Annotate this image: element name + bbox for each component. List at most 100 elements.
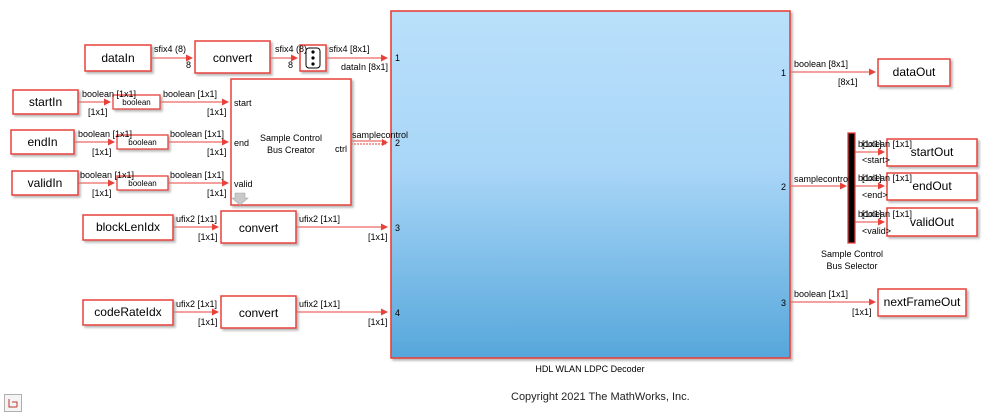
signal-dim: 8 [186,60,191,70]
inport-startIn[interactable]: startIn [12,89,79,115]
signal-label: boolean [1x1] [170,129,224,139]
convert-block-data[interactable]: convert [194,40,271,74]
inport-blockLenIdx-label: blockLenIdx [96,220,160,234]
inport-validIn[interactable]: validIn [11,170,79,196]
outport-startOut[interactable]: startOut [886,138,978,167]
inport-codeRateIdx[interactable]: codeRateIdx [82,299,174,326]
signal-dim: [1x1] [207,147,227,157]
signal-label: boolean [1x1] [858,173,912,183]
decoder-in-port-2: 2 [395,138,400,148]
bus-creator-block[interactable]: Sample Control Bus Creator start end val… [230,78,352,206]
outport-dataOut[interactable]: dataOut [877,58,951,87]
bus-selector-port-start: <start> [862,155,890,165]
outport-validOut-label: validOut [910,215,955,229]
bus-creator-title-1: Sample Control [260,133,322,143]
bus-selector-port-valid: <valid> [862,226,891,236]
signal-label: ufix2 [1x1] [299,214,340,224]
signal-dim: [1x1] [207,107,227,117]
signal-dim: [1x1] [198,232,218,242]
inport-endIn[interactable]: endIn [10,129,75,155]
signal-dim: [1x1] [368,317,388,327]
convert-block-coderate[interactable]: convert [220,295,297,329]
decoder-out-port-3: 3 [781,298,786,308]
signal-dim: 8 [288,60,293,70]
signal-label: boolean [1x1] [858,209,912,219]
boolean-block-start[interactable]: boolean [112,94,161,110]
inport-blockLenIdx[interactable]: blockLenIdx [82,214,174,241]
bus-selector-block[interactable] [847,132,856,244]
convert-label: convert [239,221,279,235]
signal-label: boolean [1x1] [858,139,912,149]
boolean-label: boolean [128,138,156,147]
signal-label: boolean [1x1] [794,289,848,299]
signal-label: samplecontrol [794,174,850,184]
decoder-in-port-4: 4 [395,308,400,318]
signal-label: boolean [1x1] [82,89,136,99]
copyright-text: Copyright 2021 The MathWorks, Inc. [511,391,690,403]
signal-lines [74,54,885,316]
bus-creator-port-end: end [234,138,249,148]
signal-dim: [1x1] [862,139,882,149]
bus-creator-port-valid: valid [234,179,253,189]
signal-dim: [1x1] [368,232,388,242]
signal-dim: [1x1] [198,317,218,327]
signal-dim: [1x1] [862,173,882,183]
signal-label: sfix4 (8) [275,44,307,54]
convert-label: convert [239,306,279,320]
outport-nextFrameOut[interactable]: nextFrameOut [877,288,967,317]
signal-label: dataIn [8x1] [341,62,388,72]
decoder-out-port-2: 2 [781,182,786,192]
inport-validIn-label: validIn [28,176,63,190]
signal-dim: [1x1] [92,147,112,157]
boolean-block-end[interactable]: boolean [116,134,169,150]
signal-label: samplecontrol [352,130,408,140]
signal-label: boolean [1x1] [163,89,217,99]
signal-label: ufix2 [1x1] [176,214,217,224]
inport-startIn-label: startIn [29,95,62,109]
decoder-name: HDL WLAN LDPC Decoder [535,364,644,374]
convert-label: convert [213,51,253,65]
signal-label: ufix2 [1x1] [176,299,217,309]
signal-labels: sfix4 (8) 8 sfix4 (8) 8 sfix4 [8x1] data… [78,44,912,327]
signal-dim: [8x1] [838,77,858,87]
bus-creator-title-2: Bus Creator [267,145,315,155]
inport-dataIn-label: dataIn [101,51,134,65]
signal-dim: [1x1] [92,188,112,198]
bus-creator-port-ctrl: ctrl [335,144,347,154]
signal-dim: [1x1] [207,188,227,198]
signal-label: boolean [1x1] [80,170,134,180]
signal-label: sfix4 (8) [154,44,186,54]
inport-endIn-label: endIn [27,135,57,149]
outport-endOut-label: endOut [912,179,952,193]
decoder-block[interactable]: 1 2 3 4 1 2 3 [390,10,791,359]
outport-endOut[interactable]: endOut [886,172,978,201]
boolean-block-valid[interactable]: boolean [116,175,169,191]
outport-validOut[interactable]: validOut [886,207,978,237]
signal-dim: [1x1] [862,209,882,219]
bus-selector-port-end: <end> [862,190,888,200]
outport-dataOut-label: dataOut [893,65,936,79]
bus-selector-title-1: Sample Control [821,249,883,259]
down-arrow-icon [231,192,249,206]
convert-block-blocklen[interactable]: convert [220,210,297,244]
signal-dim: [1x1] [852,307,872,317]
bus-selector-title-2: Bus Selector [826,261,877,271]
signal-dim: [1x1] [88,107,108,117]
explorer-bar-toggle-button[interactable] [4,394,22,412]
outport-nextFrameOut-label: nextFrameOut [884,295,961,309]
boolean-label: boolean [122,98,150,107]
hide-explorer-icon [8,399,18,408]
signal-label: ufix2 [1x1] [299,299,340,309]
outport-startOut-label: startOut [911,145,954,159]
decoder-out-port-1: 1 [781,68,786,78]
inport-dataIn[interactable]: dataIn [84,44,152,72]
reshape-block[interactable] [299,44,327,72]
bus-creator-port-start: start [234,98,252,108]
boolean-label: boolean [128,179,156,188]
bus-line-ctrl [351,139,388,146]
signal-label: boolean [1x1] [170,170,224,180]
signal-label: sfix4 [8x1] [329,44,370,54]
decoder-in-port-1: 1 [395,53,400,63]
signal-label: boolean [8x1] [794,59,848,69]
